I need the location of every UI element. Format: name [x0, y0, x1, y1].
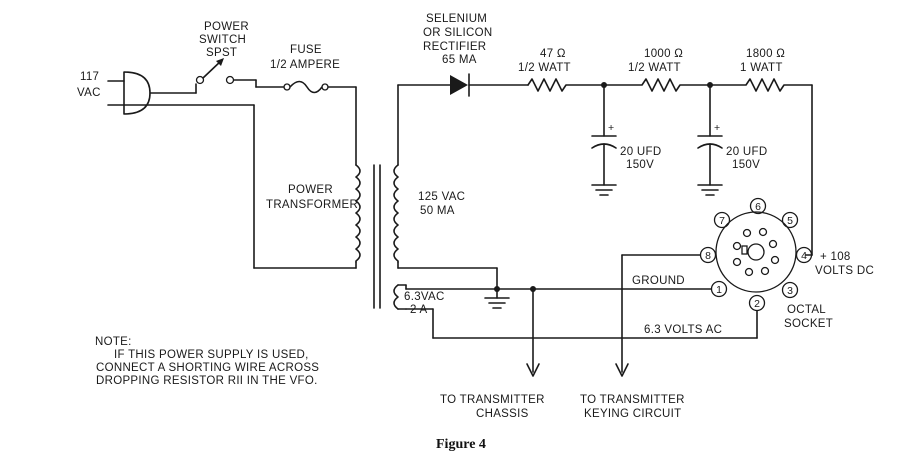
transformer-label-2: TRANSFORMER: [266, 199, 358, 211]
switch-label-1: POWER: [204, 21, 249, 33]
hv-secondary-label-1: 125 VAC: [418, 191, 465, 203]
pin-6: 6: [749, 197, 767, 215]
capacitor-c2: [697, 84, 723, 196]
switch-label-3: SPST: [206, 47, 237, 59]
ac-input-label-2: VAC: [77, 87, 101, 99]
resistor-1800-label-1: 1800 Ω: [746, 48, 785, 60]
pin-3: 3: [781, 281, 799, 299]
to-keying-label-2: KEYING CIRCUIT: [584, 408, 682, 420]
to-chassis-label-1: TO TRANSMITTER: [440, 394, 545, 406]
junction-ground-2: [530, 286, 536, 292]
pin-1: 1: [710, 280, 728, 298]
c1-plus: +: [608, 122, 614, 134]
rectifier-label-3: RECTIFIER: [423, 41, 486, 53]
rectifier-diode: [450, 73, 529, 97]
resistor-47-ohm: [527, 78, 605, 92]
transformer-label-1: POWER: [288, 184, 333, 196]
figure-caption: Figure 4: [436, 437, 486, 452]
c2-label-1: 20 UFD: [726, 146, 767, 158]
b-plus-label-2: VOLTS DC: [815, 265, 874, 277]
pin-7: 7: [713, 211, 731, 229]
svg-text:1: 1: [716, 284, 722, 296]
fuse: [255, 80, 357, 94]
c1-label-1: 20 UFD: [620, 146, 661, 158]
to-keying-label-1: TO TRANSMITTER: [580, 394, 685, 406]
c2-plus: +: [714, 122, 720, 134]
svg-text:6: 6: [755, 201, 761, 213]
c1-label-2: 150V: [626, 159, 654, 171]
primary-wiring: [123, 86, 357, 269]
note-line-2: CONNECT A SHORTING WIRE ACROSS: [96, 362, 319, 374]
note-title: NOTE:: [95, 336, 132, 348]
note-line-3: DROPPING RESISTOR RII IN THE VFO.: [96, 375, 318, 387]
octal-socket-label-2: SOCKET: [784, 318, 833, 330]
c2-label-2: 150V: [732, 159, 760, 171]
resistor-1000-ohm: [603, 78, 711, 92]
svg-text:8: 8: [705, 250, 711, 262]
ac-input-label-1: 117: [80, 71, 99, 83]
b-plus-label-1: + 108: [820, 251, 851, 263]
lv-secondary-label-2: 2 A: [410, 304, 428, 316]
svg-text:2: 2: [754, 298, 760, 310]
rectifier-label-2: OR SILICON: [423, 27, 492, 39]
svg-text:7: 7: [719, 215, 725, 227]
ac-plug: [107, 71, 197, 115]
fuse-label-1: FUSE: [290, 44, 322, 56]
ground-wiring: [397, 284, 712, 377]
switch-label-2: SWITCH: [199, 34, 246, 46]
resistor-47-label-2: 1/2 WATT: [518, 62, 571, 74]
hv-secondary-label-2: 50 MA: [420, 205, 455, 217]
octal-socket: [715, 211, 797, 293]
svg-text:5: 5: [787, 215, 793, 227]
ground-label: GROUND: [632, 275, 685, 287]
to-chassis-label-2: CHASSIS: [476, 408, 529, 420]
junction-ground-1: [494, 286, 500, 292]
resistor-1800-label-2: 1 WATT: [740, 62, 783, 74]
capacitor-c1: [591, 84, 617, 196]
octal-socket-label-1: OCTAL: [787, 304, 826, 316]
pin-5: 5: [781, 211, 799, 229]
power-switch-spst: [195, 58, 257, 94]
pin-8: 8: [699, 246, 717, 264]
svg-text:3: 3: [787, 285, 793, 297]
power-transformer: [355, 164, 399, 310]
resistor-47-label-1: 47 Ω: [540, 48, 566, 60]
pin-2: 2: [748, 294, 766, 312]
fuse-label-2: 1/2 AMPERE: [270, 59, 340, 71]
svg-text:4: 4: [801, 250, 807, 262]
resistor-1000-label-1: 1000 Ω: [644, 48, 683, 60]
heater-wiring: [397, 308, 758, 339]
rectifier-label-4: 65 MA: [442, 54, 477, 66]
heater-label: 6.3 VOLTS AC: [644, 324, 722, 336]
lv-secondary-label-1: 6.3VAC: [404, 291, 445, 303]
note-line-1: IF THIS POWER SUPPLY IS USED,: [114, 349, 309, 361]
keying-wiring: [615, 254, 701, 377]
rectifier-label-1: SELENIUM: [426, 13, 487, 25]
resistor-1000-label-2: 1/2 WATT: [628, 62, 681, 74]
hv-secondary-wiring: [397, 84, 498, 299]
pin-4: 4: [795, 246, 813, 264]
